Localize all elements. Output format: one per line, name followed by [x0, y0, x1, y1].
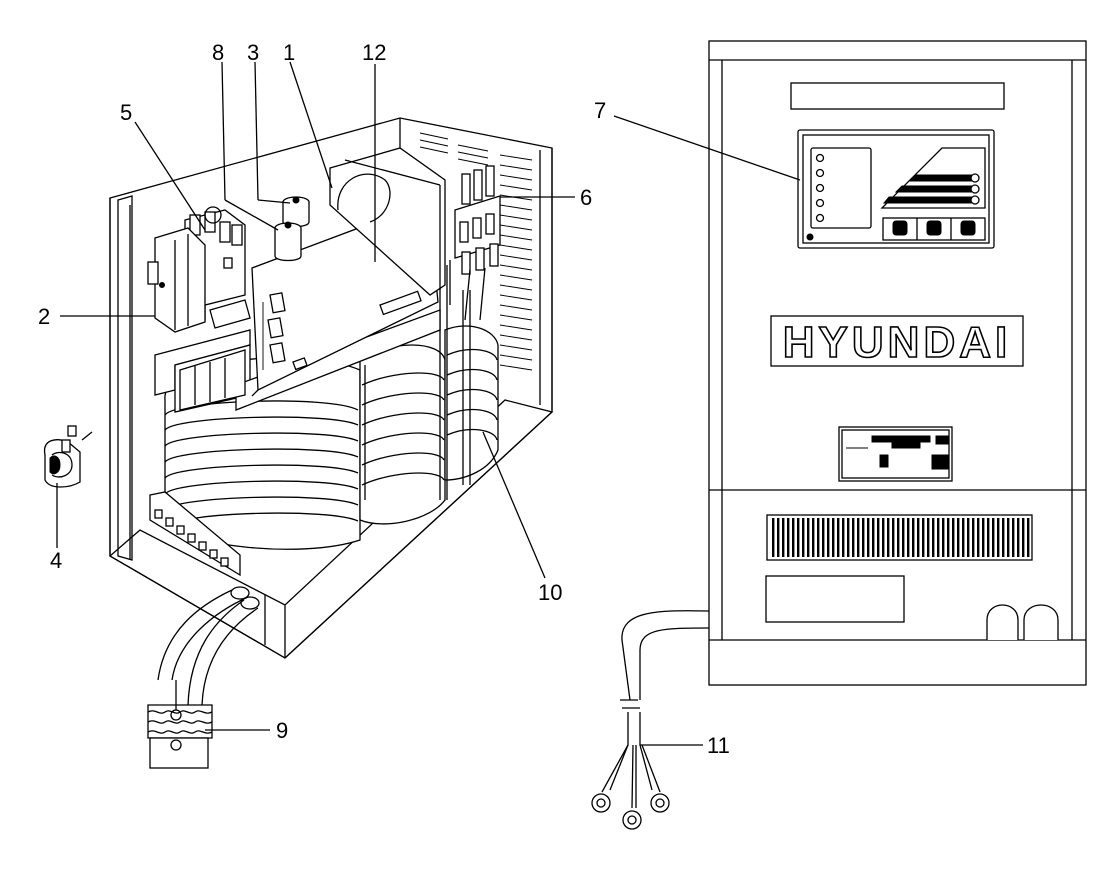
panel-button-1[interactable] [892, 220, 908, 236]
louver-slot [967, 518, 970, 557]
louver-slot [1027, 518, 1030, 557]
louver-slot [902, 518, 905, 557]
leader-lines [56, 61, 801, 746]
rating-plate [838, 426, 953, 482]
callout-9: 9 [276, 718, 288, 743]
callout-6: 6 [580, 185, 592, 210]
louver-slot [857, 518, 860, 557]
louver-slot [917, 518, 920, 557]
louver-slot [817, 518, 820, 557]
louver-slot [812, 518, 815, 557]
louver-slot [1017, 518, 1020, 557]
power-plug [43, 425, 93, 488]
callout-11: 11 [707, 733, 730, 758]
louver-slot [987, 518, 990, 557]
output-cable-connector [147, 586, 260, 769]
louver-slot [792, 518, 795, 557]
louver-slot [867, 518, 870, 557]
louver-slot [1012, 518, 1015, 557]
louver-slot [892, 518, 895, 557]
callout-5: 5 [120, 100, 132, 125]
louver-slot [992, 518, 995, 557]
louver-slot [852, 518, 855, 557]
louver-slot [877, 518, 880, 557]
louver-slot [962, 518, 965, 557]
louver-slot [937, 518, 940, 557]
louver-slot [797, 518, 800, 557]
callout-8: 8 [212, 40, 224, 65]
caster-right [1023, 604, 1059, 640]
lower-placard [765, 575, 905, 623]
callout-2: 2 [38, 304, 50, 329]
callout-7: 7 [594, 98, 606, 123]
core-bracket [154, 309, 441, 413]
louver-slot [862, 518, 865, 557]
louver-slot [772, 518, 775, 557]
input-power-cable [591, 610, 710, 830]
terminal-block [149, 491, 241, 577]
callout-numbers: 1 2 3 4 5 6 7 8 9 10 11 12 [38, 40, 730, 758]
control-panel [797, 129, 995, 249]
louver-slot [802, 518, 805, 557]
caster-left [986, 604, 1019, 640]
louver-slot [887, 518, 890, 557]
brand-plate: HYUNDAI [770, 315, 1024, 368]
louver-slot [972, 518, 975, 557]
louver-slot [832, 518, 835, 557]
cooling-fan [329, 147, 446, 296]
louver-slot [897, 518, 900, 557]
louver-slot [977, 518, 980, 557]
louver-slot [1007, 518, 1010, 557]
louver-slot [942, 518, 945, 557]
louver-slot [957, 518, 960, 557]
louver-slot [947, 518, 950, 557]
louver-slot [777, 518, 780, 557]
louver-slot [912, 518, 915, 557]
louver-slot [827, 518, 830, 557]
louver-slot [982, 518, 985, 557]
louver-slot [922, 518, 925, 557]
callout-4: 4 [50, 548, 62, 573]
louver-slot [907, 518, 910, 557]
panel-button-2[interactable] [926, 220, 942, 236]
louver-slot [822, 518, 825, 557]
brand-logo-text: HYUNDAI [783, 318, 1011, 367]
louver-slot [1002, 518, 1005, 557]
louver-slot [787, 518, 790, 557]
louver-slot [932, 518, 935, 557]
louver-slot [882, 518, 885, 557]
louver-slot [847, 518, 850, 557]
louver-slot [782, 518, 785, 557]
louver-slot [952, 518, 955, 557]
louver-slot [1022, 518, 1025, 557]
vent-slots [419, 132, 533, 371]
louver-slot [842, 518, 845, 557]
panel-button-3[interactable] [960, 220, 976, 236]
circuit-breaker [147, 227, 206, 333]
front-louver [766, 514, 1033, 561]
callout-12: 12 [362, 40, 386, 65]
callout-10: 10 [538, 580, 562, 605]
callout-3: 3 [247, 40, 259, 65]
louver-slot [807, 518, 810, 557]
capacitors [274, 196, 310, 262]
louver-slot [872, 518, 875, 557]
rectifier-bank [449, 165, 501, 321]
transformer-coils [164, 265, 499, 550]
louver-slot [837, 518, 840, 557]
louver-slot [997, 518, 1000, 557]
callout-1: 1 [283, 40, 295, 65]
louver-slot [927, 518, 930, 557]
